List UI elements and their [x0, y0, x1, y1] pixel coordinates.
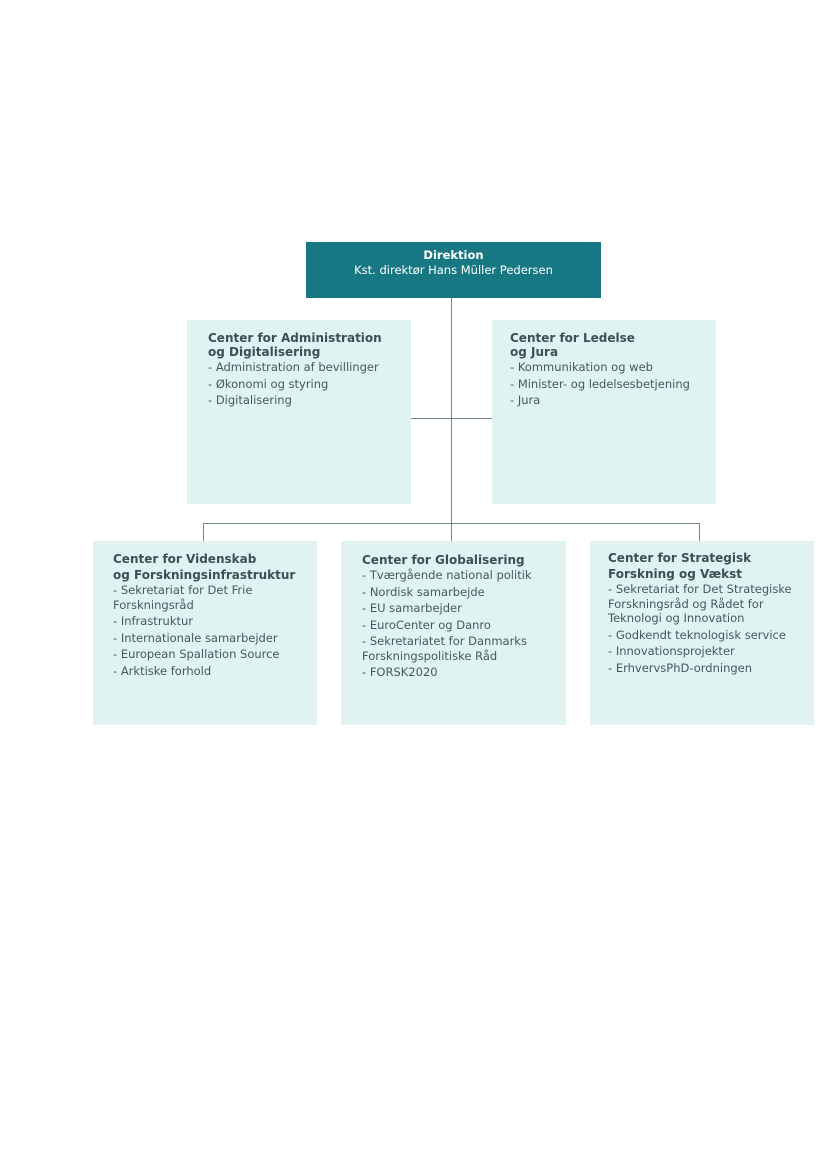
center-item-list: Tværgående national politik Nordisk sama…: [362, 568, 558, 680]
list-item: Kommunikation og web: [510, 359, 708, 376]
center-ledelse-box: Center for Ledelse og Jura Kommunikation…: [492, 320, 716, 504]
list-item: EU samarbejder: [362, 601, 558, 616]
list-item: Økonomi og styring: [208, 376, 403, 393]
direktion-subtitle: Kst. direktør Hans Müller Pedersen: [354, 263, 553, 277]
center-item-list: Administration af bevillinger Økonomi og…: [208, 359, 403, 409]
connector-drop-right: [699, 523, 700, 541]
center-item-list: Sekretariat for Det Strategiske Forsknin…: [608, 582, 806, 675]
connector-row2-horizontal: [203, 523, 700, 524]
center-administration-box: Center for Administration og Digitaliser…: [187, 320, 411, 504]
direktion-title: Direktion: [423, 248, 484, 262]
center-title-line: Center for Strategisk: [608, 551, 752, 565]
connector-trunk: [451, 298, 452, 541]
center-title-line: og Jura: [510, 345, 559, 359]
center-strategisk-box: Center for Strategisk Forskning og Vækst…: [590, 541, 814, 725]
center-title-line: Center for Ledelse: [510, 331, 635, 345]
list-item: European Spallation Source: [113, 647, 307, 662]
list-item: Arktiske forhold: [113, 664, 307, 679]
list-item: Tværgående national politik: [362, 568, 558, 583]
connector-drop-left: [203, 523, 204, 541]
list-item: Internationale samarbejder: [113, 631, 307, 646]
center-title-line: Center for Videnskab: [113, 552, 257, 566]
list-item: Godkendt teknologisk service: [608, 628, 806, 643]
list-item: FORSK2020: [362, 665, 558, 680]
direktion-box: Direktion Kst. direktør Hans Müller Pede…: [306, 242, 601, 298]
center-globalisering-box: Center for Globalisering Tværgående nati…: [341, 541, 566, 725]
list-item: Administration af bevillinger: [208, 359, 403, 376]
center-title-line: Center for Administration: [208, 331, 382, 345]
list-item: Innovationsprojekter: [608, 644, 806, 659]
center-title-line: og Forskningsinfrastruktur: [113, 568, 296, 582]
list-item: Sekretariat for Det Strategiske Forsknin…: [608, 582, 806, 626]
list-item: EuroCenter og Danro: [362, 618, 558, 633]
list-item: Infrastruktur: [113, 614, 307, 629]
list-item: Sekretariatet for Danmarks Forskningspol…: [362, 634, 558, 663]
center-title-line: Center for Globalisering: [362, 553, 525, 567]
list-item: Jura: [510, 392, 708, 409]
center-title-line: Forskning og Vækst: [608, 567, 743, 581]
list-item: Nordisk samarbejde: [362, 585, 558, 600]
center-videnskab-box: Center for Videnskab og Forskningsinfras…: [93, 541, 317, 725]
connector-row1-horizontal: [411, 418, 492, 419]
center-title-line: og Digitalisering: [208, 345, 321, 359]
list-item: Minister- og ledelsesbetjening: [510, 376, 708, 393]
list-item: Sekretariat for Det Frie Forskningsråd: [113, 583, 307, 612]
list-item: Digitalisering: [208, 392, 403, 409]
center-item-list: Kommunikation og web Minister- og ledels…: [510, 359, 708, 409]
list-item: ErhvervsPhD-ordningen: [608, 661, 806, 676]
center-item-list: Sekretariat for Det Frie Forskningsråd I…: [113, 583, 307, 678]
